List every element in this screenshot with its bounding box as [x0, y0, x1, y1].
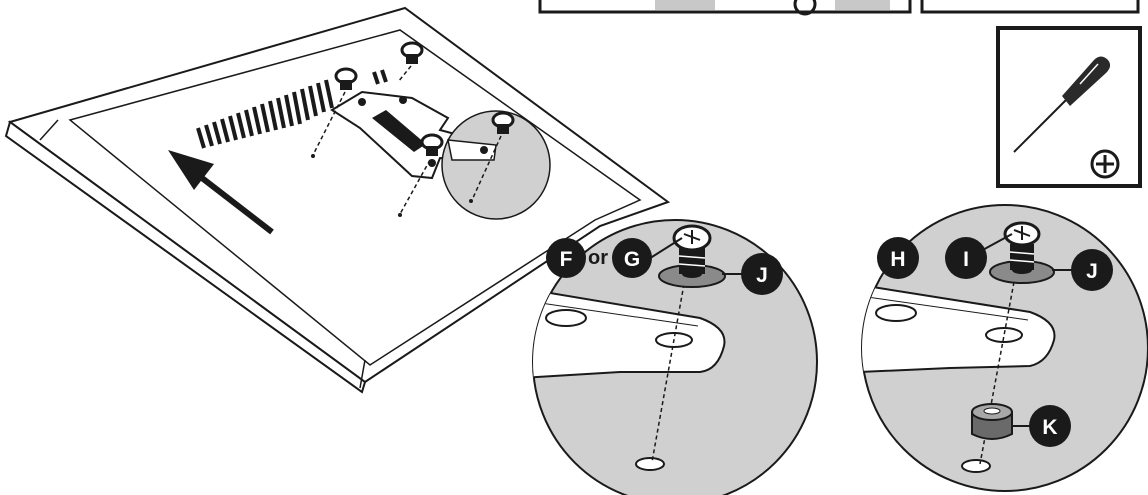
arrow-icon [168, 150, 274, 235]
screw-i [1003, 221, 1041, 270]
zoom-detail-left [532, 219, 818, 495]
callout-i-label: I [963, 248, 969, 271]
phillips-head-icon [1090, 149, 1120, 179]
detail-highlight-circle [441, 110, 551, 220]
callout-f: F [546, 238, 586, 278]
tool-panel [996, 26, 1142, 188]
callout-j-left-label: J [756, 264, 768, 287]
callout-j-right-label: J [1086, 260, 1098, 283]
callout-i: I [945, 237, 987, 279]
callout-h-label: H [890, 248, 905, 271]
top-box-partial-right [920, 0, 1140, 14]
screw-g [672, 224, 712, 274]
callout-j-left: J [741, 253, 783, 295]
callout-g-label: G [624, 248, 640, 271]
spacer-k [971, 403, 1013, 440]
callout-k: K [1029, 405, 1071, 447]
screw-top-left [312, 67, 358, 156]
phillips-screwdriver-icon [1013, 56, 1111, 153]
or-label: or [588, 247, 608, 269]
callout-f-label: F [560, 248, 573, 271]
callout-g: G [612, 238, 652, 278]
top-box-partial-left [538, 0, 912, 16]
callout-k-label: K [1042, 416, 1057, 439]
callout-h: H [877, 237, 919, 279]
vent-slots [196, 69, 388, 149]
callout-j-right: J [1071, 249, 1113, 291]
screw-bottom-left [399, 133, 444, 215]
screw-top-right [397, 41, 424, 83]
